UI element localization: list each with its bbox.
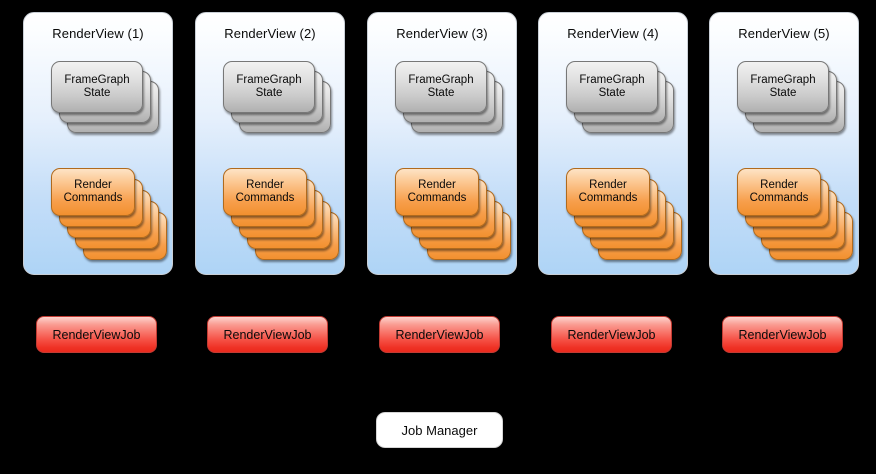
render-commands-stack[interactable]: Render Commands [737, 168, 853, 263]
render-commands-label: Render Commands [578, 178, 638, 205]
framegraph-state-stack[interactable]: FrameGraph State [395, 61, 503, 139]
job-manager-node[interactable]: Job Manager [376, 412, 503, 448]
framegraph-state-stack[interactable]: FrameGraph State [223, 61, 331, 139]
framegraph-state-card: FrameGraph State [223, 61, 315, 113]
render-commands-label: Render Commands [407, 178, 467, 205]
framegraph-state-stack[interactable]: FrameGraph State [737, 61, 845, 139]
render-view-job-button-1[interactable]: RenderViewJob [36, 316, 157, 353]
render-view-title: RenderView (3) [396, 26, 488, 41]
render-commands-card: Render Commands [395, 168, 479, 216]
render-commands-card: Render Commands [223, 168, 307, 216]
render-commands-label: Render Commands [63, 178, 123, 205]
framegraph-state-label: FrameGraph State [579, 73, 645, 100]
render-view-title: RenderView (2) [224, 26, 316, 41]
render-commands-stack[interactable]: Render Commands [395, 168, 511, 263]
render-view-job-button-3[interactable]: RenderViewJob [379, 316, 500, 353]
render-view-job-label: RenderViewJob [223, 327, 312, 342]
render-commands-stack[interactable]: Render Commands [223, 168, 339, 263]
render-commands-card: Render Commands [51, 168, 135, 216]
framegraph-state-card: FrameGraph State [566, 61, 658, 113]
render-commands-label: Render Commands [749, 178, 809, 205]
render-commands-stack[interactable]: Render Commands [51, 168, 167, 263]
framegraph-state-label: FrameGraph State [64, 73, 130, 100]
render-commands-label: Render Commands [235, 178, 295, 205]
render-view-title: RenderView (1) [52, 26, 144, 41]
render-view-job-label: RenderViewJob [395, 327, 484, 342]
framegraph-state-label: FrameGraph State [408, 73, 474, 100]
render-view-job-label: RenderViewJob [567, 327, 656, 342]
render-commands-card: Render Commands [566, 168, 650, 216]
render-view-job-label: RenderViewJob [52, 327, 141, 342]
framegraph-state-label: FrameGraph State [750, 73, 816, 100]
render-view-title: RenderView (5) [738, 26, 830, 41]
framegraph-state-label: FrameGraph State [236, 73, 302, 100]
job-manager-label: Job Manager [401, 422, 478, 438]
render-commands-card: Render Commands [737, 168, 821, 216]
render-view-job-button-4[interactable]: RenderViewJob [551, 316, 672, 353]
render-view-job-label: RenderViewJob [738, 327, 827, 342]
render-view-title: RenderView (4) [567, 26, 659, 41]
render-view-job-button-5[interactable]: RenderViewJob [722, 316, 843, 353]
render-view-job-button-2[interactable]: RenderViewJob [207, 316, 328, 353]
framegraph-state-card: FrameGraph State [51, 61, 143, 113]
render-commands-stack[interactable]: Render Commands [566, 168, 682, 263]
framegraph-state-card: FrameGraph State [737, 61, 829, 113]
framegraph-state-stack[interactable]: FrameGraph State [566, 61, 674, 139]
framegraph-state-stack[interactable]: FrameGraph State [51, 61, 159, 139]
framegraph-state-card: FrameGraph State [395, 61, 487, 113]
